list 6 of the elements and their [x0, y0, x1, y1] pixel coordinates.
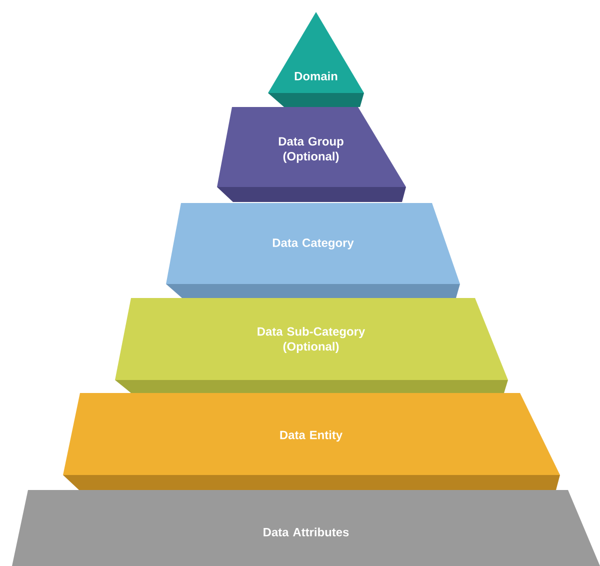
pyramid-layer: Data Category — [166, 203, 460, 298]
pyramid-layer: Data Sub-Category (Optional) — [115, 298, 508, 393]
pyramid-layer: Data Group (Optional) — [217, 107, 406, 202]
pyramid-layer: Domain — [268, 12, 364, 107]
pyramid-layer: Data Attributes — [12, 490, 600, 566]
pyramid-layer: Data Entity — [63, 393, 560, 490]
